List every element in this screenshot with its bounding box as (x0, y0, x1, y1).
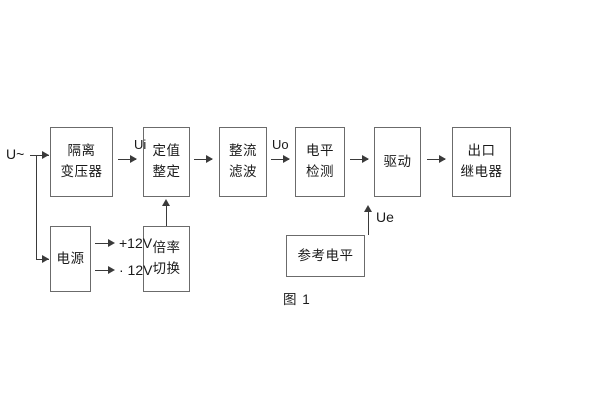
arrowhead-input-to-transformer (42, 150, 49, 159)
arrowhead-rail-positive (108, 238, 115, 247)
block-drive[interactable]: 驱动 (374, 127, 421, 197)
block-setting-value[interactable]: 定值 整定 (143, 127, 190, 197)
wire-level-to-drive (350, 159, 368, 160)
input-source-label: U~ (6, 146, 25, 162)
figure-caption: 图 1 (283, 292, 311, 307)
block-rectify-filter-line-2: 滤波 (229, 164, 257, 179)
block-isolation-transformer[interactable]: 隔离 变压器 (50, 127, 113, 197)
arrowhead-setting-to-rectify (206, 154, 213, 163)
arrowhead-rail-negative (108, 265, 115, 274)
arrowhead-reference-to-level (364, 205, 372, 212)
block-output-relay-line-2: 继电器 (460, 164, 503, 179)
arrowhead-rectify-to-level (283, 154, 290, 163)
block-multiplier-switch[interactable]: 倍率 切换 (143, 226, 190, 292)
arrowhead-level-to-drive (362, 154, 369, 163)
block-drive-line-1: 驱动 (383, 153, 412, 169)
signal-ue-label: Ue (376, 209, 394, 225)
wire-transformer-to-setting (118, 159, 136, 160)
wire-setting-to-rectify (194, 159, 212, 160)
wire-multiplier-to-setting (166, 206, 167, 226)
block-rectify-filter-line-1: 整流 (229, 143, 257, 159)
block-rectify-filter[interactable]: 整流 滤波 (219, 127, 267, 197)
wire-rectify-to-level (271, 159, 289, 160)
wire-rail-positive (95, 243, 112, 244)
signal-ui-label: Ui (134, 137, 147, 152)
block-setting-value-line-2: 整定 (152, 164, 181, 179)
block-multiplier-switch-line-1: 倍率 (152, 240, 181, 256)
block-reference-level-line-1: 参考电平 (297, 247, 354, 263)
block-level-detect-line-2: 检测 (306, 164, 334, 179)
block-reference-level[interactable]: 参考电平 (286, 235, 365, 277)
arrowhead-input-to-power (42, 254, 49, 263)
wire-input-stub (30, 155, 36, 156)
block-isolation-transformer-line-1: 隔离 (67, 143, 96, 159)
block-level-detect[interactable]: 电平 检测 (295, 127, 345, 197)
signal-uo-label: Uo (272, 137, 289, 152)
wire-reference-to-level (368, 212, 369, 235)
block-isolation-transformer-line-2: 变压器 (60, 164, 103, 179)
block-multiplier-switch-line-2: 切换 (152, 261, 181, 276)
block-output-relay-line-1: 出口 (467, 143, 496, 159)
wire-drive-to-relay (427, 159, 445, 160)
arrowhead-transformer-to-setting (130, 154, 137, 163)
block-output-relay[interactable]: 出口 继电器 (452, 127, 511, 197)
wire-rail-negative (95, 270, 112, 271)
block-setting-value-line-1: 定值 (152, 143, 181, 159)
rail-negative-label: · 12V (119, 262, 153, 278)
arrowhead-multiplier-to-setting (162, 199, 170, 206)
rail-positive-label: +12V (119, 235, 153, 251)
wire-input-bus (36, 155, 37, 259)
arrowhead-drive-to-relay (439, 154, 446, 163)
block-power-supply-line-1: 电源 (56, 250, 85, 266)
block-power-supply[interactable]: 电源 (50, 226, 91, 292)
block-level-detect-line-1: 电平 (306, 143, 334, 159)
